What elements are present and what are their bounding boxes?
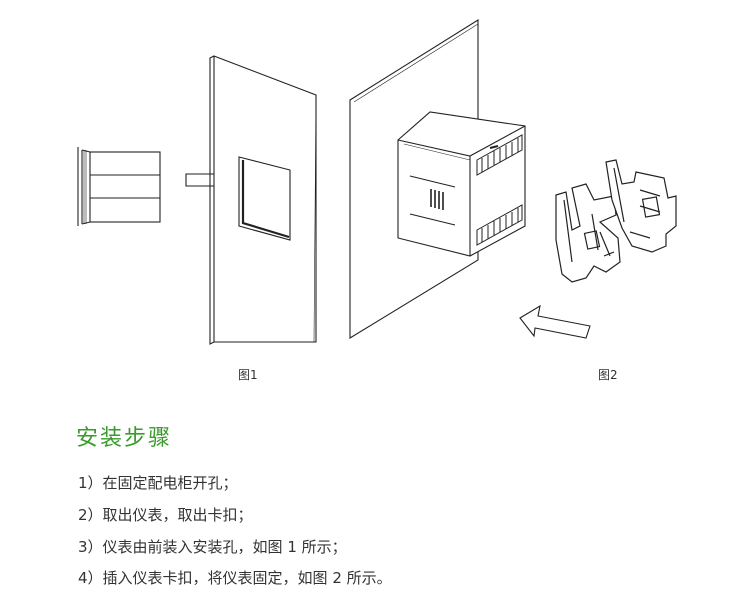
- mounting-clip-1: [555, 183, 621, 283]
- meter-body: [397, 111, 526, 257]
- figure-1: [77, 55, 317, 345]
- figure-1-caption: 图1: [238, 368, 258, 382]
- figure-2: [349, 19, 677, 339]
- step-item: 1）在固定配电柜开孔；: [78, 474, 238, 492]
- figure-2-caption: 图2: [598, 368, 618, 382]
- installation-diagrams: [77, 19, 677, 345]
- section-title: 安装步骤: [76, 426, 173, 451]
- vent-grille: [430, 189, 444, 210]
- mounting-clip-2: [605, 159, 677, 253]
- step-item: 3）仪表由前装入安装孔，如图 1 所示；: [78, 538, 347, 556]
- push-arrow: [519, 304, 591, 339]
- step-item: 2）取出仪表，取出卡扣；: [78, 506, 253, 524]
- step-item: 4）插入仪表卡扣，将仪表固定，如图 2 所示。: [78, 569, 392, 587]
- meter-side-view: [77, 147, 161, 226]
- panel-with-cutout: [209, 55, 317, 345]
- terminal-block: [476, 134, 523, 246]
